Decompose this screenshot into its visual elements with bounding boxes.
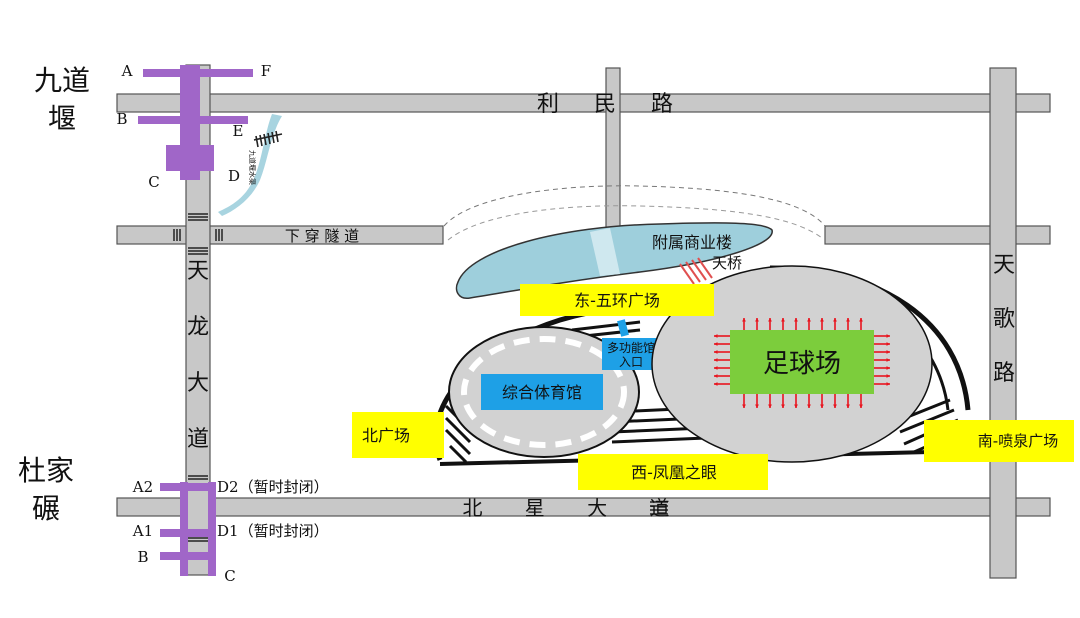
metro-station-jiudaoyan bbox=[138, 65, 253, 180]
gate-arrowhead-32 bbox=[886, 374, 890, 378]
exit-label-c2: C bbox=[224, 567, 235, 585]
gate-arrowhead-9 bbox=[859, 318, 863, 322]
svg-text:路: 路 bbox=[993, 361, 1015, 386]
water-channel-label: 九道堰水渠 bbox=[248, 150, 257, 185]
station-name-dujiaqi-1: 杜家 bbox=[18, 454, 74, 487]
east-plaza-box bbox=[520, 284, 714, 316]
gate-arrowhead-5 bbox=[807, 318, 811, 322]
north-plaza-box bbox=[352, 412, 444, 458]
exit-label-f: F bbox=[261, 62, 271, 80]
station-name-jiudaoyan-1: 九道 bbox=[34, 64, 90, 97]
svg-text:道: 道 bbox=[187, 427, 209, 452]
east-plaza-label: 东-五环广场 bbox=[574, 291, 660, 310]
crosswalk-marks bbox=[173, 213, 668, 542]
stadium-label: 足球场 bbox=[763, 349, 841, 379]
multi-entry-box bbox=[602, 338, 660, 370]
gate-arrowhead-1 bbox=[755, 318, 759, 322]
gate-arrowhead-11 bbox=[755, 404, 759, 408]
svg-text:龙: 龙 bbox=[187, 315, 209, 340]
gate-arrowhead-21 bbox=[714, 342, 718, 346]
south-plaza-box bbox=[924, 420, 1074, 462]
gate-arrowhead-17 bbox=[833, 404, 837, 408]
exit-label-b2: B bbox=[137, 548, 148, 566]
gate-arrowhead-8 bbox=[846, 318, 850, 322]
gate-arrowhead-13 bbox=[781, 404, 785, 408]
road-limin bbox=[116, 93, 1051, 113]
skybridge-label: 天桥 bbox=[712, 254, 742, 272]
gate-arrowhead-24 bbox=[714, 366, 718, 370]
gate-arrowhead-20 bbox=[714, 334, 718, 338]
gate-arrowhead-28 bbox=[886, 342, 890, 346]
station-name-jiudaoyan-2: 堰 bbox=[48, 102, 76, 135]
gate-arrowhead-31 bbox=[886, 366, 890, 370]
exit-label-c: C bbox=[148, 173, 159, 191]
gate-arrowhead-2 bbox=[768, 318, 772, 322]
west-plaza-box bbox=[578, 454, 768, 490]
gym-label: 综合体育馆 bbox=[502, 383, 582, 402]
south-plaza-label: 南-喷泉广场 bbox=[978, 432, 1058, 450]
exit-label-a2: A2 bbox=[132, 478, 153, 496]
road-underpass bbox=[116, 225, 444, 245]
road-label-underpass: 下 穿 隧 道 bbox=[285, 227, 359, 245]
gate-arrowhead-6 bbox=[820, 318, 824, 322]
north-plaza-label: 北广场 bbox=[362, 426, 410, 445]
multi-entry-label-2: 入口 bbox=[619, 355, 643, 369]
gate-arrowhead-30 bbox=[886, 358, 890, 362]
station-name-dujiaqi-2: 碾 bbox=[32, 492, 60, 525]
gate-arrowhead-3 bbox=[781, 318, 785, 322]
gate-arrowhead-23 bbox=[714, 358, 718, 362]
gate-arrowhead-19 bbox=[859, 404, 863, 408]
svg-text:大: 大 bbox=[187, 371, 209, 396]
exit-label-d: D bbox=[228, 167, 240, 185]
road-label-tianlong: 天 龙 大 道 bbox=[187, 259, 209, 452]
multi-entry-marker bbox=[617, 319, 629, 337]
exit-label-d2: D2（暂时封闭） bbox=[217, 478, 329, 496]
gate-arrowhead-7 bbox=[833, 318, 837, 322]
gate-arrowhead-25 bbox=[714, 374, 718, 378]
gate-arrowhead-10 bbox=[742, 404, 746, 408]
road-tiange bbox=[989, 67, 1017, 579]
gate-arrowhead-14 bbox=[794, 404, 798, 408]
gate-arrowhead-4 bbox=[794, 318, 798, 322]
commercial-divider bbox=[590, 228, 620, 276]
gate-arrowhead-18 bbox=[846, 404, 850, 408]
gate-arrowhead-12 bbox=[768, 404, 772, 408]
metro-station-dujiaqi bbox=[160, 482, 216, 576]
road-label-beixing: 北 星 大 道 bbox=[462, 496, 687, 520]
exit-label-d1: D1（暂时封闭） bbox=[217, 522, 329, 540]
road-label-limin: 利 民 路 bbox=[537, 92, 687, 117]
svg-text:天: 天 bbox=[993, 253, 1015, 278]
gym-label-box bbox=[481, 374, 603, 410]
gate-arrowhead-26 bbox=[714, 382, 718, 386]
dashed-outline bbox=[443, 185, 826, 227]
water-channel bbox=[218, 114, 282, 216]
gate-arrowhead-22 bbox=[714, 350, 718, 354]
svg-text:天: 天 bbox=[187, 259, 209, 284]
dashed-outline-inner bbox=[447, 205, 823, 241]
gate-arrowhead-15 bbox=[807, 404, 811, 408]
road-label-tiange: 天 歌 路 bbox=[993, 253, 1015, 386]
road-beixing bbox=[116, 497, 1051, 517]
gate-arrowhead-27 bbox=[886, 334, 890, 338]
west-plaza-label: 西-凤凰之眼 bbox=[631, 463, 717, 482]
stripes-north bbox=[444, 404, 472, 464]
svg-text:歌: 歌 bbox=[993, 307, 1015, 332]
exit-label-a: A bbox=[121, 62, 133, 80]
exit-label-e: E bbox=[233, 122, 244, 140]
skybridge bbox=[679, 257, 713, 285]
exit-label-a1: A1 bbox=[132, 522, 153, 540]
water-gate bbox=[253, 130, 283, 148]
gate-arrowhead-33 bbox=[886, 382, 890, 386]
multi-entry-label-1: 多功能馆 bbox=[607, 340, 655, 355]
stadium-field bbox=[730, 330, 874, 394]
gym-track bbox=[461, 336, 627, 448]
gate-arrowhead-29 bbox=[886, 350, 890, 354]
stadium-gate-arrows bbox=[714, 318, 890, 408]
gate-arrowhead-16 bbox=[820, 404, 824, 408]
gate-arrowhead-0 bbox=[742, 318, 746, 322]
commercial-building-label: 附属商业楼 bbox=[652, 233, 732, 252]
exit-label-b: B bbox=[116, 110, 127, 128]
